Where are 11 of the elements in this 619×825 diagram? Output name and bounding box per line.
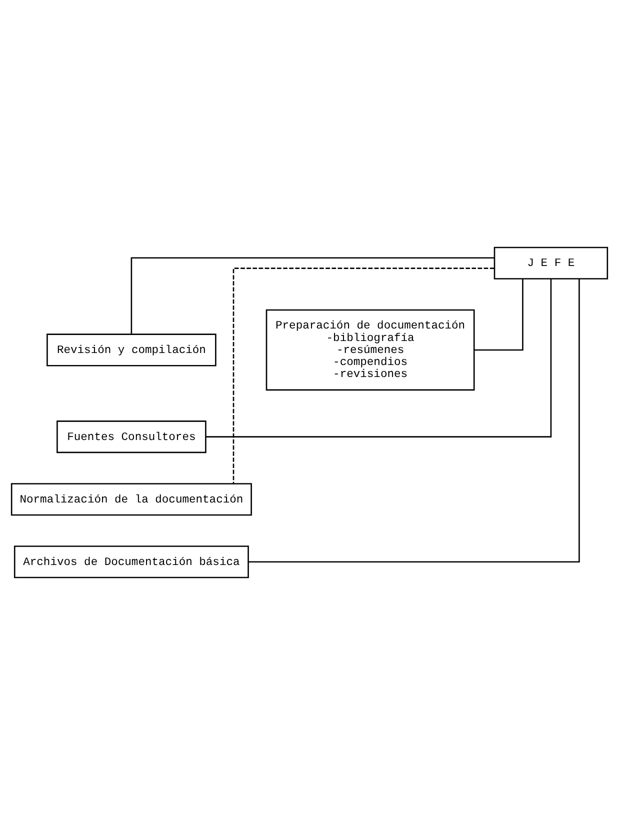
connector (474, 279, 524, 351)
node-box: J E F E (494, 246, 608, 280)
node-box: Preparación de documentación -bibliografía -resúmenes -compendios -revisiones (266, 309, 475, 391)
connector (206, 278, 552, 438)
node-box: Fuentes Consultores (56, 420, 206, 454)
connector (130, 257, 494, 334)
node-box: Revisión y compilación (46, 334, 216, 366)
node-box: Normalización de la documentación (10, 483, 252, 516)
connector (248, 278, 580, 563)
node-box: Archivos de Documentación básica (14, 546, 249, 578)
connector (232, 268, 494, 484)
